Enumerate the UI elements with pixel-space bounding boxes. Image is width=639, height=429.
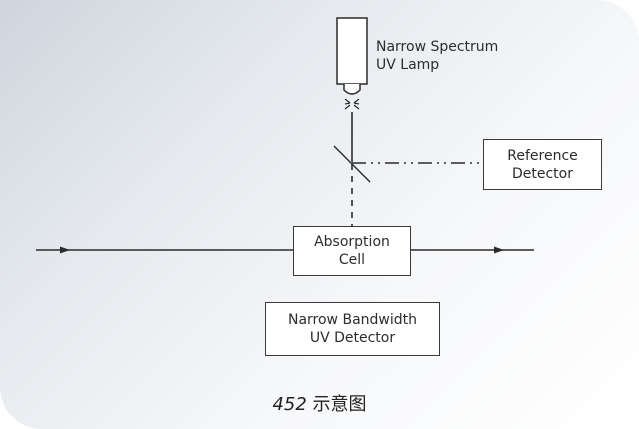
uv-lamp-bulb [343, 84, 361, 95]
uv-detector-box: Narrow Bandwidth UV Detector [265, 302, 440, 356]
flow-arrow-out-icon [494, 246, 504, 254]
uv-lamp-label: Narrow Spectrum UV Lamp [376, 39, 499, 73]
caption-number: 452 [272, 394, 307, 415]
reference-detector-box: Reference Detector [483, 139, 602, 190]
flow-arrow-in-icon [60, 246, 70, 254]
caption-text: 示意图 [306, 394, 367, 415]
uv-lamp-body [336, 17, 368, 85]
figure-caption: 452 示意图 [0, 390, 639, 416]
light-emission-icon [344, 98, 360, 110]
absorption-cell-box: Absorption Cell [293, 226, 411, 276]
